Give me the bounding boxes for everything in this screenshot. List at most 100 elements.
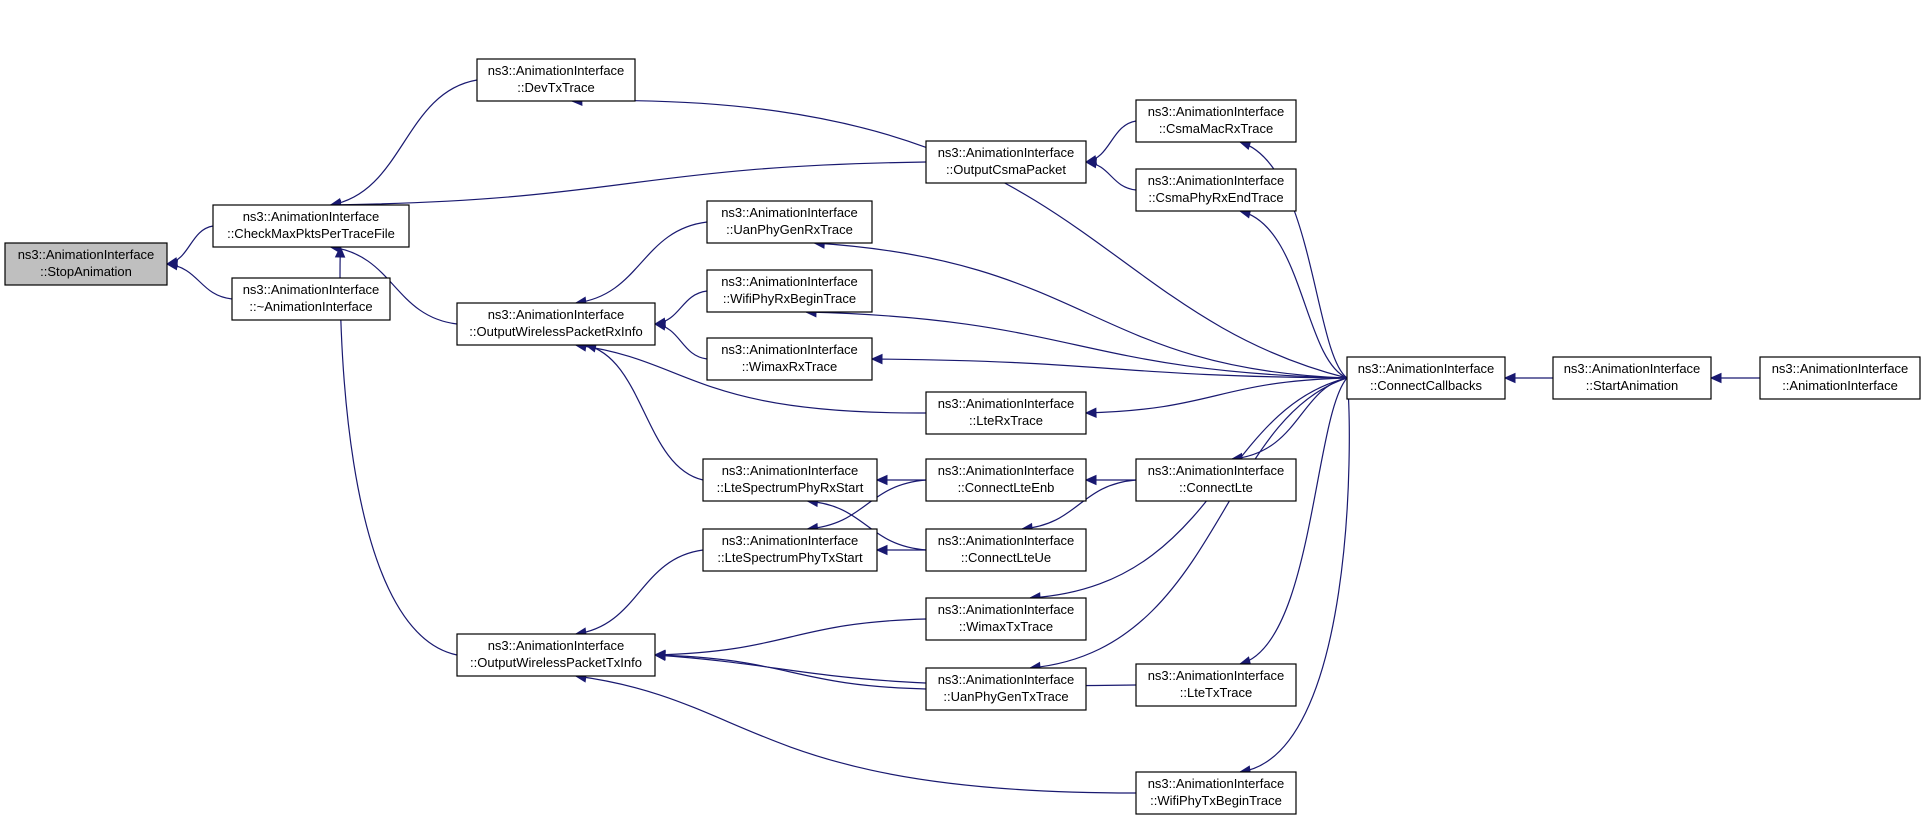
node-box[interactable] [925, 458, 1087, 502]
node-start[interactable]: ns3::AnimationInterface::StartAnimation [1552, 356, 1712, 400]
arrowhead-icon [1084, 157, 1098, 169]
node-devtx[interactable]: ns3::AnimationInterface::DevTxTrace [476, 58, 636, 102]
node-box[interactable] [702, 528, 878, 572]
node-namespace-label: ns3::AnimationInterface [488, 63, 625, 78]
edge-conncb-to-ltetx [1238, 377, 1348, 667]
node-owrx[interactable]: ns3::AnimationInterface::OutputWirelessP… [456, 302, 656, 346]
node-wifirx[interactable]: ns3::AnimationInterface::WifiPhyRxBeginT… [706, 269, 873, 313]
node-box[interactable] [1135, 771, 1297, 815]
node-uanrx[interactable]: ns3::AnimationInterface::UanPhyGenRxTrac… [706, 200, 873, 244]
node-uantx[interactable]: ns3::AnimationInterface::UanPhyGenTxTrac… [925, 667, 1087, 711]
node-namespace-label: ns3::AnimationInterface [1148, 104, 1285, 119]
edge-connenb-to-ltesrx [875, 474, 926, 486]
node-box[interactable] [1346, 356, 1506, 400]
node-box[interactable] [231, 277, 391, 321]
node-ltetx[interactable]: ns3::AnimationInterface::LteTxTrace [1135, 663, 1297, 707]
node-connlte[interactable]: ns3::AnimationInterface::ConnectLte [1135, 458, 1297, 502]
node-box[interactable] [4, 242, 168, 286]
node-conncb[interactable]: ns3::AnimationInterface::ConnectCallback… [1346, 356, 1506, 400]
edge-line [575, 549, 704, 635]
node-box[interactable] [706, 269, 873, 313]
edge-dtor-to-stop [165, 259, 233, 300]
node-stop[interactable]: ns3::AnimationInterface::StopAnimation [4, 242, 168, 286]
node-box[interactable] [456, 633, 656, 677]
edge-line [871, 358, 1348, 379]
node-box[interactable] [925, 667, 1087, 711]
node-csmamac[interactable]: ns3::AnimationInterface::CsmaMacRxTrace [1135, 99, 1297, 143]
node-namespace-label: ns3::AnimationInterface [938, 396, 1075, 411]
edge-conncb-to-wimaxrx [870, 353, 1348, 379]
edge-ltesrx-to-owrx [584, 342, 704, 481]
node-box[interactable] [1135, 663, 1297, 707]
node-method-label: ::ConnectLteEnb [958, 480, 1055, 495]
node-namespace-label: ns3::AnimationInterface [938, 672, 1075, 687]
edge-line [654, 654, 927, 690]
node-namespace-label: ns3::AnimationInterface [938, 602, 1075, 617]
node-ltesrx[interactable]: ns3::AnimationInterface::LteSpectrumPhyR… [702, 458, 878, 502]
node-namespace-label: ns3::AnimationInterface [488, 307, 625, 322]
edge-conncb-to-wifitx [1238, 377, 1350, 776]
node-namespace-label: ns3::AnimationInterface [938, 533, 1075, 548]
node-check[interactable]: ns3::AnimationInterface::CheckMaxPktsPer… [212, 204, 410, 248]
node-namespace-label: ns3::AnimationInterface [721, 274, 858, 289]
node-box[interactable] [925, 528, 1087, 572]
node-namespace-label: ns3::AnimationInterface [1358, 361, 1495, 376]
node-box[interactable] [476, 58, 636, 102]
node-box[interactable] [702, 458, 878, 502]
node-method-label: ::WifiPhyTxBeginTrace [1150, 793, 1282, 808]
node-method-label: ::~AnimationInterface [249, 299, 372, 314]
arrowhead-icon [1084, 474, 1097, 486]
node-box[interactable] [1135, 458, 1297, 502]
node-ctor[interactable]: ns3::AnimationInterface::AnimationInterf… [1759, 356, 1921, 400]
node-box[interactable] [1135, 168, 1297, 212]
node-namespace-label: ns3::AnimationInterface [938, 145, 1075, 160]
edge-line [330, 246, 458, 325]
node-box[interactable] [1552, 356, 1712, 400]
node-wimaxrx[interactable]: ns3::AnimationInterface::WimaxRxTrace [706, 337, 873, 381]
node-wimaxtx[interactable]: ns3::AnimationInterface::WimaxTxTrace [925, 597, 1087, 641]
edge-devtx-to-check [329, 79, 478, 209]
node-csmaphy[interactable]: ns3::AnimationInterface::CsmaPhyRxEndTra… [1135, 168, 1297, 212]
edge-conncb-to-csmaphy [1238, 208, 1348, 379]
node-method-label: ::WimaxTxTrace [959, 619, 1053, 634]
edge-conncb-to-uanrx [813, 238, 1348, 379]
edge-line [1239, 141, 1348, 379]
node-box[interactable] [456, 302, 656, 346]
node-ocsma[interactable]: ns3::AnimationInterface::OutputCsmaPacke… [925, 140, 1087, 184]
edge-wimaxrx-to-owrx [653, 320, 708, 360]
edge-csmaphy-to-ocsma [1084, 157, 1137, 191]
node-wifitx[interactable]: ns3::AnimationInterface::WifiPhyTxBeginT… [1135, 771, 1297, 815]
edge-uanrx-to-owrx [574, 221, 708, 307]
node-lterx[interactable]: ns3::AnimationInterface::LteRxTrace [925, 391, 1087, 435]
node-method-label: ::OutputWirelessPacketRxInfo [469, 324, 642, 339]
node-box[interactable] [925, 597, 1087, 641]
node-box[interactable] [706, 337, 873, 381]
node-method-label: ::StopAnimation [40, 264, 132, 279]
arrowhead-icon [1503, 372, 1516, 384]
edge-line [1085, 120, 1137, 163]
node-ltestx[interactable]: ns3::AnimationInterface::LteSpectrumPhyT… [702, 528, 878, 572]
node-method-label: ::LteSpectrumPhyTxStart [717, 550, 863, 565]
node-box[interactable] [706, 200, 873, 244]
node-box[interactable] [925, 140, 1087, 184]
edge-start-to-conncb [1503, 372, 1554, 384]
edge-line [330, 79, 478, 206]
node-box[interactable] [925, 391, 1087, 435]
node-connue[interactable]: ns3::AnimationInterface::ConnectLteUe [925, 528, 1087, 572]
node-dtor[interactable]: ns3::AnimationInterface::~AnimationInter… [231, 277, 391, 321]
node-method-label: ::ConnectCallbacks [1370, 378, 1482, 393]
edge-line [805, 311, 1348, 379]
edge-line [1239, 210, 1348, 379]
arrowhead-icon [875, 474, 888, 486]
node-box[interactable] [1135, 99, 1297, 143]
edge-wimaxtx-to-owtx [653, 618, 927, 660]
node-method-label: ::WimaxRxTrace [742, 359, 838, 374]
node-box[interactable] [1759, 356, 1921, 400]
node-method-label: ::AnimationInterface [1782, 378, 1898, 393]
node-connenb[interactable]: ns3::AnimationInterface::ConnectLteEnb [925, 458, 1087, 502]
node-owtx[interactable]: ns3::AnimationInterface::OutputWirelessP… [456, 633, 656, 677]
node-box[interactable] [212, 204, 410, 248]
edge-line [330, 161, 927, 206]
arrowhead-icon [165, 259, 179, 271]
node-method-label: ::OutputCsmaPacket [946, 162, 1066, 177]
